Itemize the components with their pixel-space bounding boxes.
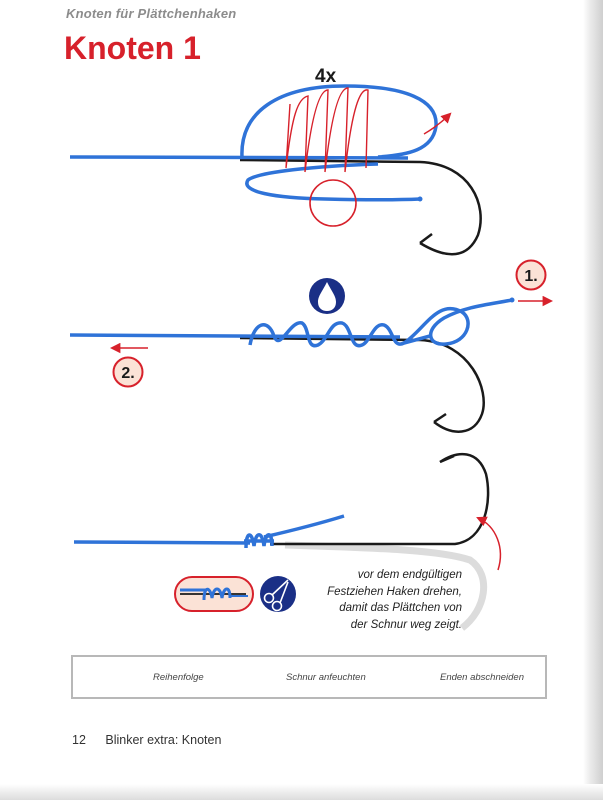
- legend-cut-label: Enden abschneiden: [440, 672, 524, 683]
- hook-3-barb: [439, 454, 455, 464]
- caption-line: vor dem endgültigen: [357, 569, 462, 581]
- knot-coils-2: [248, 321, 431, 348]
- page-footer: 12 Blinker extra: Knoten: [72, 733, 221, 747]
- crossing-highlight-circle: [309, 179, 357, 227]
- wrap-guide-1: [285, 87, 369, 173]
- rotate-arrow: [476, 516, 502, 571]
- step-1-diagram: 4x: [69, 66, 482, 256]
- main-line-1: [69, 155, 409, 160]
- scissors-icon: [260, 576, 296, 612]
- page-number: 12: [72, 733, 86, 747]
- step-badge-2-label: 2.: [121, 365, 134, 382]
- step-badge-1-label: 1.: [524, 268, 537, 285]
- hook-2-barb: [433, 412, 447, 424]
- step-2-diagram: 1. 2.: [69, 259, 554, 433]
- page-bottom-shadow: [0, 784, 603, 800]
- section-kicker: Knoten für Plättchenhaken: [66, 6, 237, 21]
- line-tag-end-1: [245, 162, 421, 202]
- main-line-2: [69, 333, 401, 339]
- caption-line: damit das Plättchen von: [339, 602, 462, 614]
- line-tag-end-3: [263, 514, 345, 539]
- caption-line: Festziehen Haken drehen,: [327, 585, 462, 598]
- hook-3: [270, 452, 490, 546]
- pull-arrow-step-1: [423, 112, 452, 135]
- knot-wraps-3: [244, 533, 274, 549]
- detail-inset: [174, 576, 254, 612]
- step-badge-1: 1.: [515, 259, 547, 291]
- step-badge-2: 2.: [112, 356, 144, 388]
- hook-2: [239, 336, 485, 433]
- wraps-count-label: 4x: [315, 66, 337, 87]
- hook-3-shank-shadow: [284, 541, 488, 631]
- legend-order-label: Reihenfolge: [153, 672, 204, 683]
- hook-1-barb: [419, 233, 433, 244]
- caption-line: der Schnur weg zeigt.: [350, 618, 462, 631]
- instruction-caption: vor dem endgültigen Festziehen Haken dre…: [296, 567, 462, 633]
- page-title: Knoten 1: [64, 30, 201, 66]
- hook-1: [239, 158, 482, 256]
- publication-name: Blinker extra: Knoten: [105, 733, 222, 747]
- page-edge-shadow: [583, 0, 603, 800]
- water-drop-icon: [309, 278, 345, 314]
- line-loop-2: [403, 298, 513, 346]
- legend-wet-label: Schnur anfeuchten: [286, 672, 366, 683]
- main-line-3: [73, 540, 251, 545]
- legend-box: Reihenfolge Schnur anfeuchten Enden absc…: [71, 655, 547, 699]
- line-loop-1: [240, 84, 438, 159]
- step-3-diagram: [73, 452, 502, 631]
